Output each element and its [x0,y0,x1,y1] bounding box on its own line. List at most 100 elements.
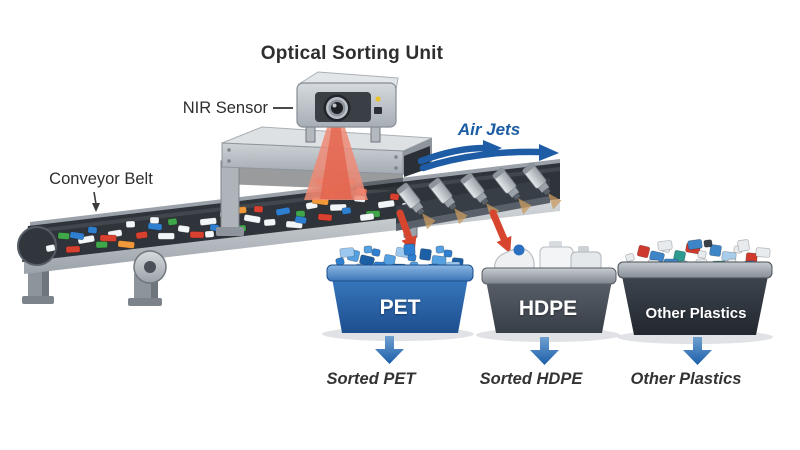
bin-hdpe [476,241,620,365]
plastic-piece [204,230,215,239]
conveyor-foot [128,298,162,306]
caption-other-plastics: Other Plastics [630,370,742,388]
camera-button [374,107,382,114]
belt-end-pulley [17,226,57,266]
belt-edge-highlight [28,167,560,234]
plastic-piece [317,213,333,222]
plastic-piece [419,248,432,261]
bin-other [617,238,773,365]
housing-pillar [220,160,240,232]
plastic-piece [389,192,400,201]
plastic-piece [189,231,205,239]
bin-other-rim [617,261,773,279]
plastic-piece [99,234,117,243]
air-jets-label: Air Jets [457,120,521,139]
conveyor-leg-shade [42,246,49,300]
caption-sorted-hdpe: Sorted HDPE [479,370,583,388]
arrowhead-icon [496,235,512,254]
bin-pet-body [332,278,468,333]
plastic-piece [167,217,178,226]
jug-cap [513,244,525,256]
plastic-piece [697,250,707,259]
bin-other-label: Other Plastics [645,305,747,322]
plastic-piece [117,240,135,249]
bin-hdpe-label: HDPE [518,297,578,320]
plastic-piece [243,214,261,224]
air-jet-nozzles [396,162,562,230]
bin-output-arrow-other [683,337,712,365]
arrowhead-icon [539,144,559,161]
plastic-piece [69,231,85,241]
plastic-piece [443,249,453,258]
plastic-piece [636,244,651,259]
conveyor-pointer-line [93,191,97,205]
plastic-piece [149,216,160,224]
plastic-piece [294,215,308,225]
nir-sensor-label: NIR Sensor [182,99,268,117]
plastic-piece [359,212,375,222]
air-jet-arrows [417,140,559,172]
conveyor-foot [22,296,54,304]
plastic-piece [737,239,750,252]
bin-pet [322,243,474,364]
diagram-title: Optical Sorting Unit [260,43,444,64]
plastic-piece [87,226,98,234]
diverter-arrow-pet [396,209,413,242]
camera-led [375,96,381,102]
plastic-piece [339,247,355,258]
caption-sorted-pet: Sorted PET [326,370,416,388]
plastic-piece [275,206,291,216]
plastic-piece [57,232,70,240]
arrowhead-icon [92,203,100,212]
air-jet-nozzle-rail [396,162,562,239]
roller-hub [144,261,156,273]
plastic-piece [371,248,381,257]
air-jet-nozzle-icon [522,162,562,210]
plastic-piece [657,240,673,251]
plastic-piece [341,206,352,215]
plastic-piece [755,247,771,258]
bin-pet-rim [326,264,474,282]
nozzle-rail-underside [396,196,550,231]
plastic-piece [687,238,703,251]
conveyor-belt-label: Conveyor Belt [49,170,153,188]
plastic-piece [177,224,190,234]
plastic-piece [253,205,264,213]
bin-output-arrow-hdpe [530,337,559,365]
plastic-piece [703,239,713,248]
bin-other-body [622,276,768,335]
conveyor-leg-shade [151,274,158,302]
plastic-piece [95,240,108,249]
air-jet-arrow-short [417,144,488,165]
bin-output-arrow-pet [375,336,404,364]
air-jet-nozzle-icon [428,177,468,225]
plastic-piece [363,245,373,254]
plastic-piece [45,244,56,253]
housing-foot [216,227,244,236]
camera-post [370,126,381,143]
arrowhead-icon [483,140,502,157]
plastic-piece [125,220,136,228]
air-jet-nozzle-icon [492,167,532,215]
bin-hdpe-body [486,280,612,333]
diverter-arrow-hdpe [489,209,508,243]
plastic-piece [377,199,395,209]
plastic-piece [435,245,445,254]
plastic-piece [625,253,635,262]
plastic-piece [157,232,175,240]
plastic-piece [403,243,416,256]
plastic-piece [135,231,148,240]
belt-surface [22,163,560,262]
bin-hdpe-rim [481,267,617,285]
nir-camera-illustration [296,71,399,128]
air-jet-nozzle-icon [396,182,436,230]
plastic-piece [199,217,217,226]
plastic-piece [65,245,81,254]
plastic-piece [263,218,276,227]
nir-beam [304,118,368,200]
plastic-piece [709,244,722,257]
air-jet-arrow-long [419,148,544,172]
conveyor-belt-illustration [17,159,560,306]
